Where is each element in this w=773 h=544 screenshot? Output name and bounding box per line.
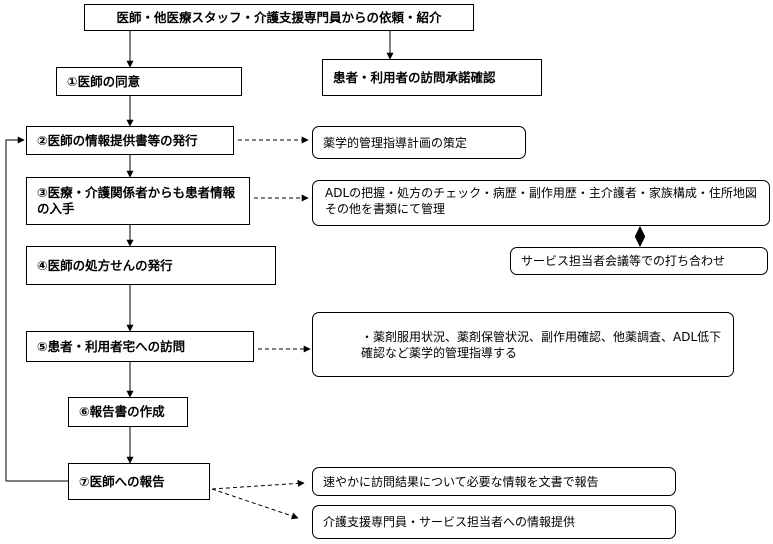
step1-box: ①医師の同意 [56,67,242,96]
report-doc-note: 速やかに訪問結果について必要な情報を文書で報告 [312,467,676,496]
visit-guidance-note: ・薬剤服用状況、薬剤保管状況、副作用確認、他薬調査、ADL低下確認など薬学的管理… [312,312,734,377]
meeting-note: サービス担当者会議等での打ち合わせ [510,247,768,275]
step4-box: ④医師の処方せんの発行 [26,246,276,285]
consent-text: 患者・利用者の訪問承諾確認 [333,69,496,85]
report-doc-text: 速やかに訪問結果について必要な情報を文書で報告 [323,474,599,489]
visit-guidance-text: ・薬剤服用状況、薬剤保管状況、副作用確認、他薬調査、ADL低下確認など薬学的管理… [361,330,722,360]
step6-text: ⑥報告書の作成 [79,404,165,419]
step5-text: ⑤患者・利用者宅への訪問 [37,338,186,354]
request-box: 医師・他医療スタッフ・介護支援専門員からの依頼・紹介 [84,4,474,31]
step2-text: ②医師の情報提供書等の発行 [37,132,198,148]
step7-box: ⑦医師への報告 [68,463,210,500]
step2-box: ②医師の情報提供書等の発行 [26,126,234,155]
dashed-arrow-step7-to-report [211,479,305,490]
records-note-text: ADLの把握・処方のチェック・病歴・副作用歴・主介護者・家族構成・住所地図その他… [325,186,757,216]
step3-box: ③医療・介護関係者からも患者情報の入手 [26,177,250,225]
request-text: 医師・他医療スタッフ・介護支援専門員からの依頼・紹介 [116,9,442,25]
dashed-arrow-step7-to-info [211,488,299,520]
plan-note: 薬学的管理指導計画の策定 [312,126,526,159]
consent-box: 患者・利用者の訪問承諾確認 [322,59,542,96]
info-share-note: 介護支援専門員・サービス担当者への情報提供 [312,505,676,539]
step5-box: ⑤患者・利用者宅への訪問 [26,331,254,362]
step1-text: ①医師の同意 [67,73,141,89]
step7-text: ⑦医師への報告 [79,473,165,489]
plan-note-text: 薬学的管理指導計画の策定 [323,135,468,150]
records-note: ADLの把握・処方のチェック・病歴・副作用歴・主介護者・家族構成・住所地図その他… [312,180,770,226]
step4-text: ④医師の処方せんの発行 [37,257,173,273]
meeting-note-text: サービス担当者会議等での打ち合わせ [521,254,726,268]
info-share-text: 介護支援専門員・サービス担当者への情報提供 [323,515,576,529]
step6-box: ⑥報告書の作成 [68,397,188,427]
loop-step7-to-step2 [5,136,68,482]
step3-text: ③医療・介護関係者からも患者情報の入手 [37,185,236,216]
